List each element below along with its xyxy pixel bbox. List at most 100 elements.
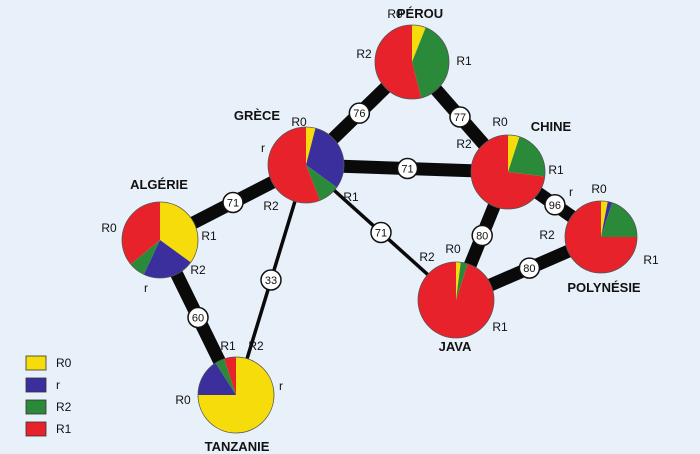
pie-outline: [267, 126, 345, 204]
slice-label: R2: [356, 47, 372, 61]
pie-slice-r2: [215, 358, 236, 395]
edge-value-badge: [518, 257, 541, 279]
pie-slice-r2: [412, 27, 450, 98]
node-name: POLYNÉSIE: [567, 280, 641, 295]
pie-slice-r0: [306, 127, 316, 165]
legend-swatch: [25, 399, 47, 415]
edge-value: 80: [476, 231, 488, 243]
pie-slice-r1: [224, 357, 236, 395]
pie-slice-r1: [565, 201, 637, 273]
slice-label: R2: [419, 250, 435, 264]
node-name: TANZANIE: [205, 439, 270, 454]
slice-label: R2: [539, 228, 555, 242]
edge-value: 71: [375, 228, 387, 240]
pie-outline: [374, 24, 450, 100]
node-name: GRÈCE: [234, 108, 281, 123]
edge-value-badge: [260, 269, 282, 291]
slice-label: R0: [291, 115, 307, 129]
slice-label: r: [261, 141, 265, 155]
legend-swatch: [25, 355, 47, 371]
pie-slice-r: [143, 240, 191, 278]
legend-label: R1: [56, 422, 72, 436]
edge-value: 33: [265, 275, 277, 287]
slice-label: R0: [492, 115, 508, 129]
pie-slice-r2: [306, 165, 337, 201]
slice-label: R1: [548, 163, 564, 177]
legend-item-r0: R0: [25, 355, 72, 371]
slice-label: R0: [445, 242, 461, 256]
legend-swatch: [25, 421, 47, 437]
node-name: CHINE: [531, 119, 572, 134]
node-grece: GRÈCE R0 rR2 R1: [234, 108, 359, 213]
pie-slice-r1: [375, 25, 422, 99]
legend-label: r: [56, 378, 60, 392]
slice-label: R0: [175, 393, 191, 407]
edge-value: 76: [353, 108, 365, 120]
edge-value: 77: [454, 112, 466, 124]
slice-label: R1: [492, 320, 508, 334]
edge-value-badge: [544, 194, 566, 216]
slice-label: R2: [248, 339, 264, 353]
pie-slice-r0: [456, 262, 461, 300]
slice-label: R1: [456, 54, 472, 68]
pie-slice-r0: [508, 135, 520, 172]
node-name: PÉROU: [397, 6, 443, 21]
slice-label: R1: [220, 339, 236, 353]
legend-item-r: r: [25, 377, 60, 393]
slice-label: r: [569, 185, 573, 199]
node-name: JAVA: [439, 339, 472, 354]
slice-label: R2: [190, 263, 206, 277]
edge-grece-tanzanie: 33: [234, 163, 308, 397]
pie-slice-r: [198, 362, 236, 395]
pie-outline: [197, 356, 275, 434]
pie-slice-r0: [412, 25, 426, 62]
pie-slice-r1: [471, 135, 545, 209]
edge-value-badge: [396, 157, 419, 180]
slice-label: R0: [591, 182, 607, 196]
pie-slice-r0: [601, 201, 608, 237]
slice-label: R1: [343, 190, 359, 204]
pie-outline: [470, 134, 546, 210]
legend-item-r2: R2: [25, 399, 72, 415]
pie-slice-r1: [268, 127, 320, 203]
pie-slice-r2: [508, 136, 545, 177]
node-name: ALGÉRIE: [130, 177, 188, 192]
edge-value: 60: [192, 313, 204, 325]
slice-label: r: [279, 379, 283, 393]
edge-value: 71: [401, 164, 413, 176]
slice-label: R1: [201, 229, 217, 243]
pie-slice-r2: [130, 240, 160, 275]
legend-item-r1: R1: [25, 421, 72, 437]
pie-slice-r1: [417, 262, 494, 338]
edge-value-badge: [449, 106, 471, 128]
slice-label: R0: [101, 221, 117, 235]
legend-label: R0: [56, 356, 72, 370]
legend-swatch: [25, 377, 47, 393]
edge-value-badge: [471, 224, 493, 247]
slice-label: R2: [263, 199, 279, 213]
pie-slice-r1: [122, 202, 160, 265]
edge-value-badge: [370, 221, 392, 244]
edge-value: 80: [523, 263, 535, 275]
edge-value-badge: [222, 191, 244, 214]
slice-label: R1: [643, 253, 659, 267]
edge-value: 96: [549, 200, 561, 212]
edge-value-badge: [187, 306, 209, 329]
edge-value-badge: [348, 102, 371, 124]
pie-outline: [121, 201, 199, 279]
pie-outline: [564, 200, 638, 274]
slice-label: R2: [456, 137, 472, 151]
pie-slice-r: [601, 201, 613, 237]
node-tanzanie: TANZANIE R1 R2 rR0: [175, 339, 283, 454]
slice-label: R0: [387, 7, 403, 21]
edge-value: 71: [227, 198, 239, 210]
pie-slice-r: [306, 128, 345, 188]
